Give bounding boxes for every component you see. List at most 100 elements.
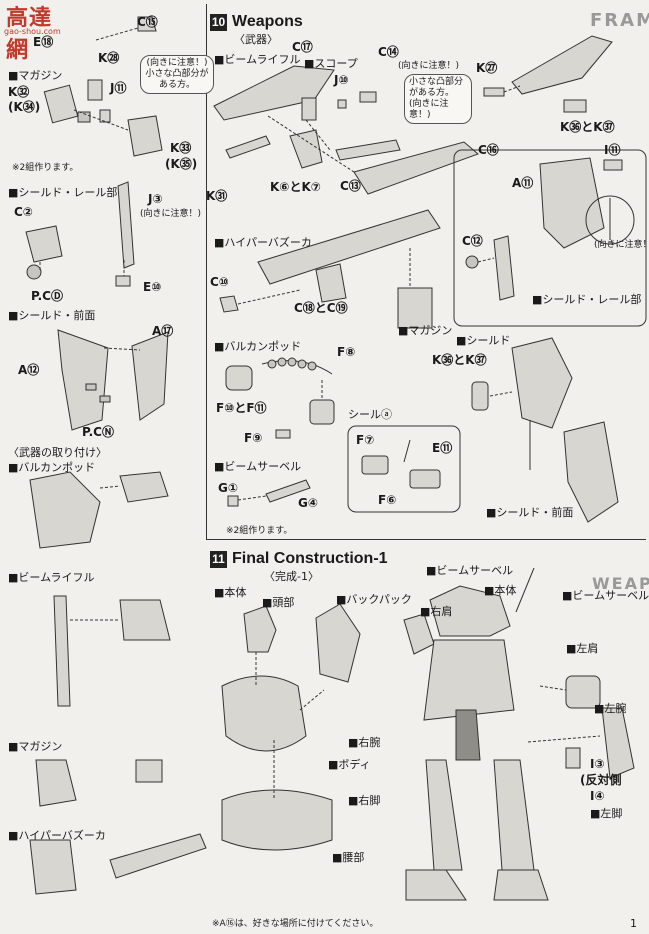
- weap-side-tab: WEAP: [592, 574, 649, 593]
- c14-note: (向きに注意！): [398, 61, 460, 71]
- beam-saber-heading: ■ビームサーベル: [214, 460, 302, 473]
- part-f6: F⑥: [378, 493, 397, 507]
- vulcan-heading: ■バルカンポッド: [214, 340, 302, 353]
- section11-number: 11: [210, 551, 227, 568]
- rifle-callout-small: 小さな凸部分がある方。: [409, 77, 464, 98]
- part-f8: F⑧: [337, 345, 356, 359]
- part-f10-f11: F⑩とF⑪: [216, 401, 267, 415]
- beam-rifle-drawing: [213, 65, 479, 195]
- frame-side-tab: FRAME: [590, 10, 649, 31]
- part-g4: G④: [298, 496, 319, 510]
- part-i4: I④: [590, 789, 605, 803]
- part-pcd: P.CⒹ: [31, 289, 63, 303]
- part-k35: (K㉟): [165, 157, 198, 171]
- column-divider: [206, 4, 207, 539]
- label-left-leg: ■左脚: [590, 807, 623, 820]
- part-j10: J⑩: [334, 73, 349, 87]
- shield-front-drawing: [57, 329, 169, 431]
- part-e11: E⑪: [432, 441, 453, 455]
- mounting-heading: 〈武器の取り付け〉: [8, 446, 107, 459]
- part-c13: C⑬: [340, 179, 361, 193]
- beam-saber-drawing: [227, 479, 311, 507]
- callout-small: 小さな凸部分がある方。: [145, 69, 209, 90]
- right-shield-front-heading: ■シールド・前面: [486, 506, 574, 519]
- beam-saber-note: ※2組作ります。: [226, 526, 293, 536]
- shield-right-drawing: [471, 337, 619, 523]
- logo-text: 高達網: [6, 6, 53, 63]
- j3-note: (向きに注意！): [140, 209, 202, 219]
- bazooka-heading: ■ハイパーバズーカ: [214, 236, 312, 249]
- part-k33: K㉝: [170, 141, 192, 155]
- part-c15: C⑮: [137, 15, 158, 29]
- section10-subtitle: 〈武器〉: [234, 33, 278, 46]
- mounting-drawings: [29, 471, 207, 895]
- vulcan-inset-drawing: [361, 439, 441, 489]
- right-shield-rail-heading: ■シールド・レール部: [532, 293, 642, 306]
- label-body: ■本体: [214, 586, 247, 599]
- part-e10: E⑩: [143, 280, 162, 294]
- page-number: 1: [630, 917, 637, 930]
- rifle-callout: 小さな凸部分がある方。 (向きに注意！): [404, 74, 472, 124]
- callout-direction: (向きに注意！): [146, 58, 208, 68]
- final-construction-drawing: [221, 567, 635, 901]
- label-right-shoulder: ■右肩: [420, 605, 453, 618]
- part-c14: C⑭: [378, 45, 399, 59]
- shield-rail-heading: ■シールド・レール部: [8, 186, 118, 199]
- part-k28: K㉘: [98, 51, 120, 65]
- label-torso: ■ボディ: [328, 758, 371, 771]
- vulcan-pod-drawing: [225, 357, 335, 439]
- mount-vulcan-heading: ■バルカンポッド: [8, 461, 96, 474]
- label-left-arm: ■左腕: [594, 702, 627, 715]
- mount-magazine-heading: ■マガジン: [8, 740, 63, 753]
- part-c2: C②: [14, 205, 33, 219]
- part-k36-k37: K㊱とK㊲: [560, 120, 615, 134]
- part-a17: A⑰: [152, 324, 174, 338]
- site-logo: 高達網 gao-shou.com: [0, 0, 72, 63]
- shield-rail-drawing: [25, 181, 135, 287]
- part-c16: C⑯: [478, 143, 499, 157]
- shield-front-heading: ■シールド・前面: [8, 309, 96, 322]
- part-c17: C⑰: [292, 40, 313, 54]
- part-pcn: P.CⓃ: [82, 425, 114, 439]
- label-head: ■頭部: [262, 596, 295, 609]
- right-shield-heading: ■シールド: [456, 334, 511, 347]
- beam-rifle-heading: ■ビームライフル: [214, 53, 301, 66]
- part-j3: J③: [148, 192, 163, 206]
- label-backpack: ■バックパック: [336, 593, 412, 606]
- part-k6-k7: K⑥とK⑦: [270, 180, 321, 194]
- bazooka-magazine-heading: ■マガジン: [398, 324, 453, 337]
- part-j11: J⑪: [110, 81, 127, 95]
- part-i3: I③: [590, 757, 605, 771]
- label-beam-saber-top: ■ビームサーベル: [426, 564, 514, 577]
- label-right-arm: ■右腕: [348, 736, 381, 749]
- part-e18: E⑱: [33, 35, 54, 49]
- part-c12: C⑫: [462, 234, 483, 248]
- section11-title: Final Construction-1: [232, 550, 388, 567]
- part-a11: A⑪: [512, 176, 534, 190]
- shield-rail-right-drawing: [465, 157, 635, 301]
- direction-callout: (向きに注意！) 小さな凸部分がある方。: [140, 55, 214, 94]
- part-c10: C⑩: [210, 275, 229, 289]
- part-f9: F⑨: [244, 431, 263, 445]
- magazine-note: ※2組作ります。: [12, 163, 79, 173]
- part-k34: (K㉞): [8, 100, 41, 114]
- magazine-drawing: [43, 16, 163, 157]
- beam-rifle-right-drawing: [483, 35, 613, 113]
- rail-direction-note: (向きに注意！): [594, 240, 649, 250]
- section-divider: [206, 539, 646, 540]
- label-left-shoulder: ■左肩: [566, 642, 599, 655]
- part-g1: G①: [218, 481, 239, 495]
- logo-url: gao-shou.com: [4, 27, 61, 36]
- part-c18-c19: C⑱とC⑲: [294, 301, 348, 315]
- label-right-leg: ■右脚: [348, 794, 381, 807]
- scope-heading: ■スコープ: [304, 57, 358, 70]
- mount-bazooka-heading: ■ハイパーバズーカ: [8, 829, 106, 842]
- section10-title: Weapons: [232, 13, 303, 30]
- part-i11: I⑪: [604, 143, 621, 157]
- label-waist: ■腰部: [332, 851, 365, 864]
- part-a12: A⑫: [18, 363, 40, 377]
- label-beam-saber-right: ■ビームサーベル: [562, 589, 649, 602]
- part-k32: K㉜: [8, 85, 30, 99]
